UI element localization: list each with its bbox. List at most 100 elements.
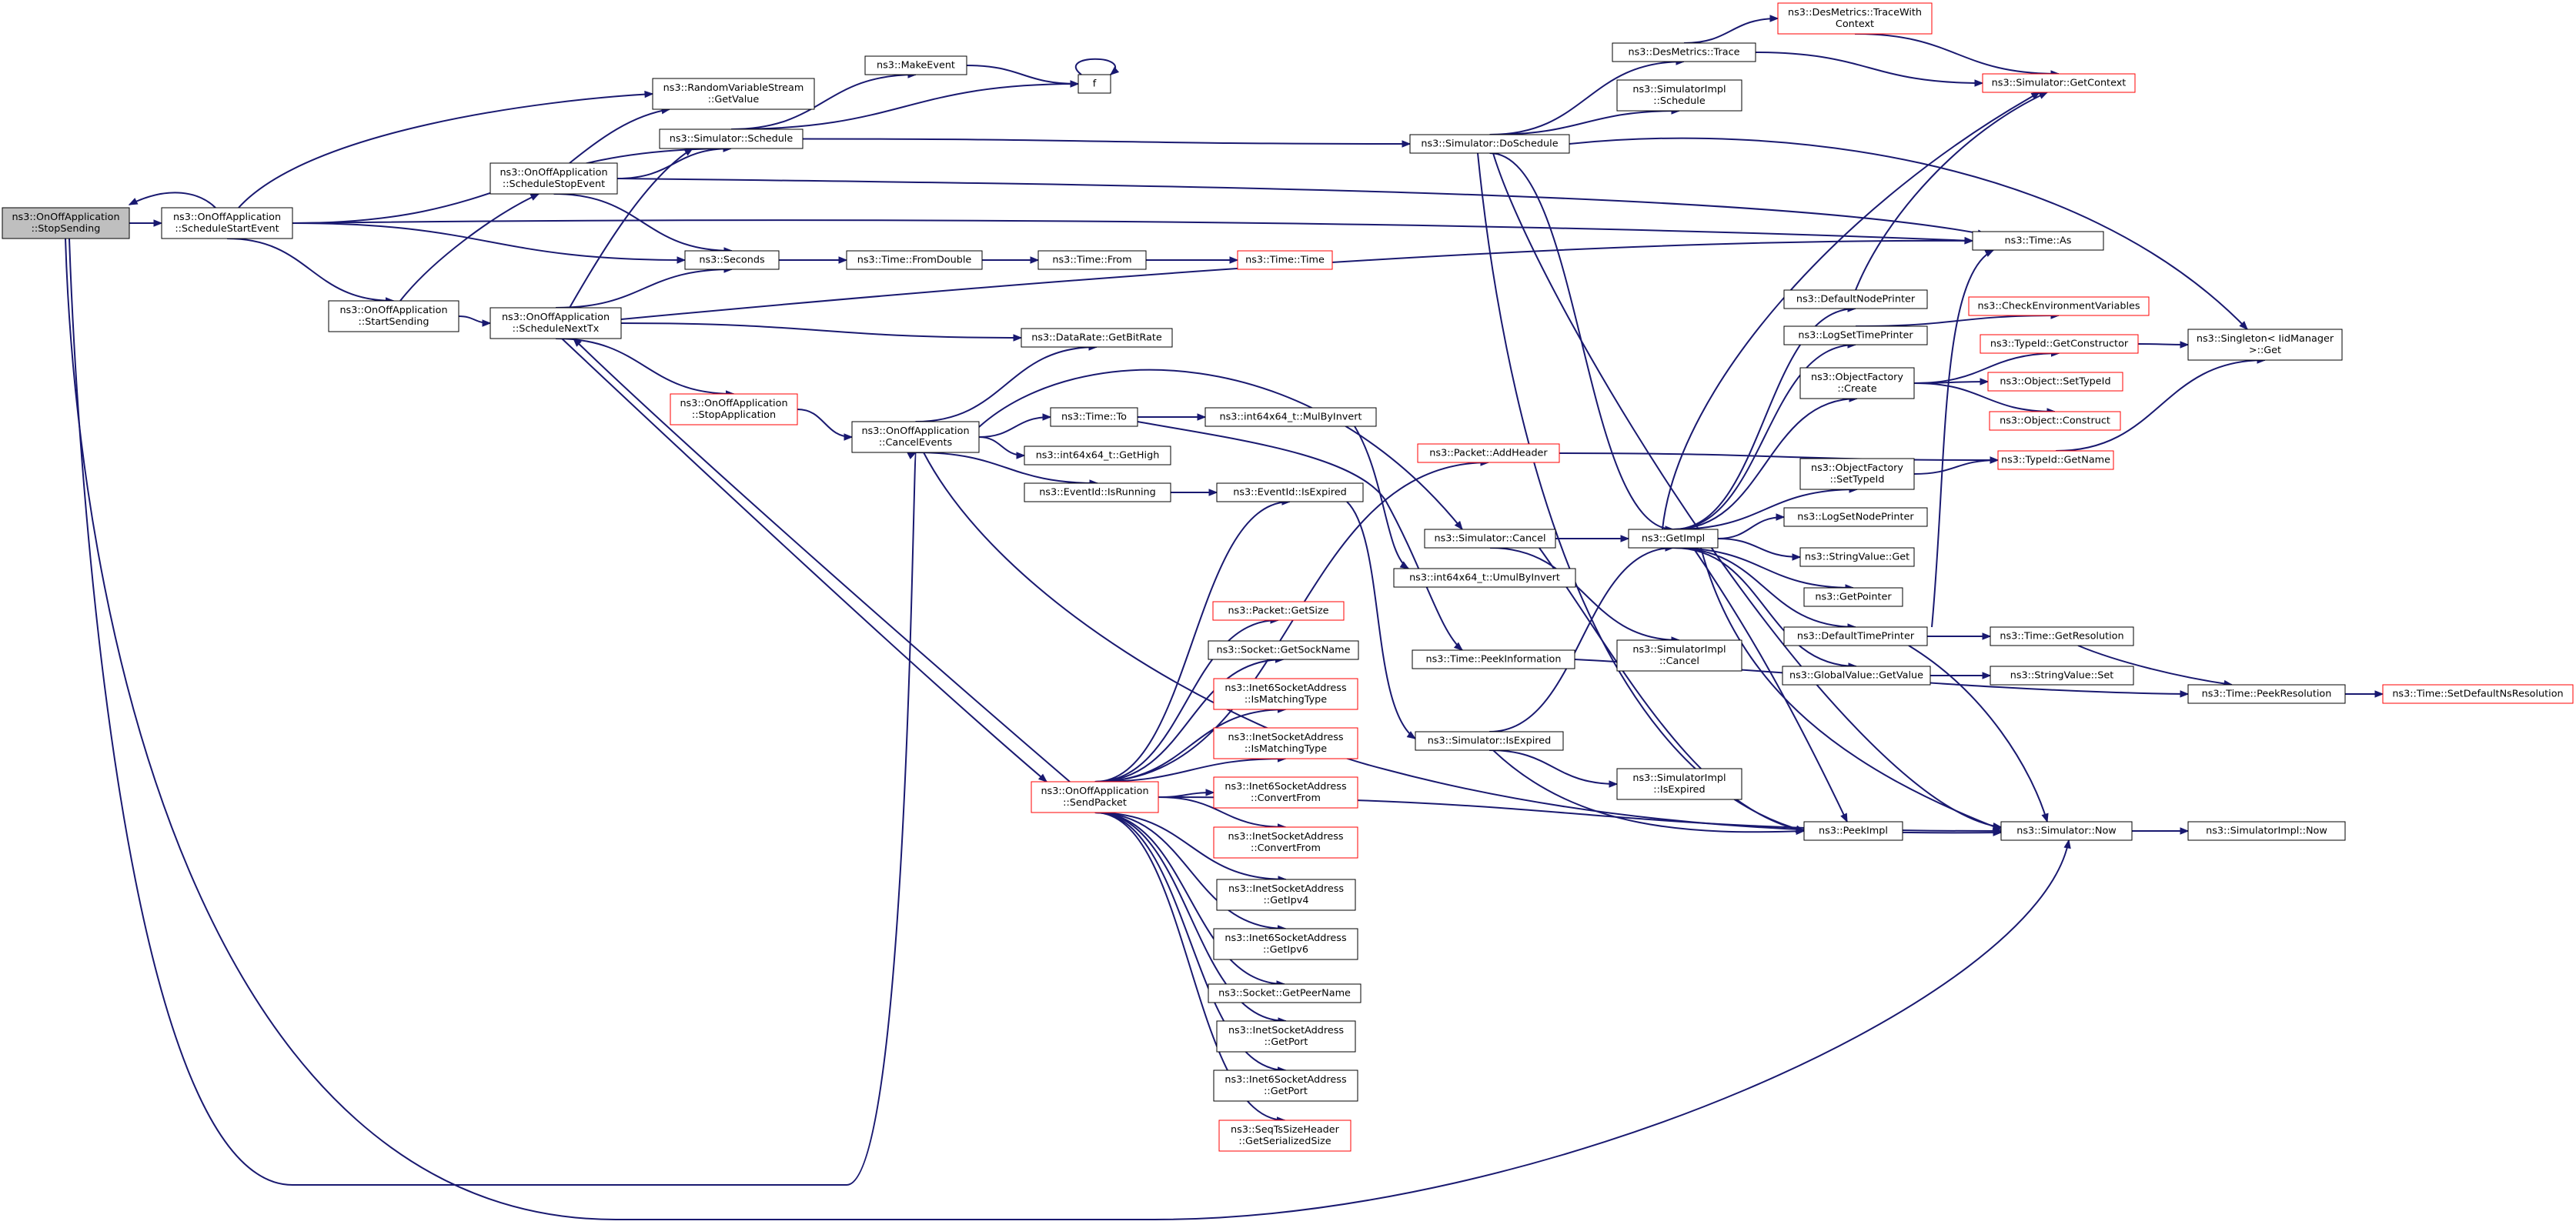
node-box: [1783, 626, 1928, 646]
node-umul-by-invert[interactable]: ns3::int64x64_t::UmulByInvert: [1393, 568, 1576, 588]
node-string-value-get[interactable]: ns3::StringValue::Get: [1799, 547, 1915, 567]
node-label-line: ns3::Inet6SocketAddress: [1225, 933, 1347, 944]
node-stop-application[interactable]: ns3::OnOffApplication::StopApplication: [670, 393, 798, 425]
node-get-bit-rate[interactable]: ns3::DataRate::GetBitRate: [1021, 328, 1173, 348]
node-des-trace[interactable]: ns3::DesMetrics::Trace: [1612, 42, 1756, 62]
node-impl-is-expired[interactable]: ns3::SimulatorImpl::IsExpired: [1616, 768, 1742, 800]
node-start-sending[interactable]: ns3::OnOffApplication::StartSending: [328, 300, 459, 332]
node-packet-get-size[interactable]: ns3::Packet::GetSize: [1212, 601, 1345, 621]
node-peek-impl[interactable]: ns3::PeekImpl: [1803, 821, 1903, 841]
node-get-impl[interactable]: ns3::GetImpl: [1628, 529, 1719, 549]
node-f[interactable]: f: [1078, 74, 1111, 94]
node-sim-cancel[interactable]: ns3::Simulator::Cancel: [1424, 529, 1556, 549]
node-get-resolution[interactable]: ns3::Time::GetResolution: [1990, 626, 2134, 646]
node-stop-sending[interactable]: ns3::OnOffApplication::StopSending: [2, 207, 130, 239]
node-time-time[interactable]: ns3::Time::Time: [1237, 250, 1333, 270]
node-impl-cancel[interactable]: ns3::SimulatorImpl::Cancel: [1616, 639, 1742, 672]
node-get-ipv4[interactable]: ns3::InetSocketAddress::GetIpv4: [1216, 879, 1356, 911]
node-label-line: ns3::SimulatorImpl::Now: [2206, 826, 2327, 837]
node-label-line: ::IsExpired: [1653, 784, 1705, 796]
edge-ScheduleNextTx-to-SimSchedule: [569, 148, 694, 309]
node-label-line: ns3::GlobalValue::GetValue: [1789, 670, 1923, 682]
node-get-ipv6[interactable]: ns3::Inet6SocketAddress::GetIpv6: [1213, 928, 1358, 960]
edge-SimCancel-to-GetImpl: [1555, 535, 1630, 542]
node-label-line: ns3::Inet6SocketAddress: [1225, 682, 1347, 694]
node-box: [1031, 781, 1159, 813]
node-default-node-printer[interactable]: ns3::DefaultNodePrinter: [1783, 289, 1928, 309]
node-log-set-node-printer[interactable]: ns3::LogSetNodePrinter: [1783, 507, 1928, 527]
node-i4-convert-from[interactable]: ns3::InetSocketAddress::ConvertFrom: [1213, 826, 1358, 859]
node-get-peer-name[interactable]: ns3::Socket::GetPeerName: [1208, 983, 1362, 1003]
node-seq-ts[interactable]: ns3::SeqTsSizeHeader::GetSerializedSize: [1218, 1120, 1351, 1152]
node-i6-convert-from[interactable]: ns3::Inet6SocketAddress::ConvertFrom: [1213, 776, 1358, 809]
node-impl-schedule[interactable]: ns3::SimulatorImpl::Schedule: [1616, 79, 1742, 112]
node-get-context[interactable]: ns3::Simulator::GetContext: [1982, 73, 2136, 93]
node-mul-by-invert[interactable]: ns3::int64x64_t::MulByInvert: [1204, 407, 1377, 427]
edge-GetName-to-SingletonGet: [2055, 356, 2267, 452]
node-sim-schedule[interactable]: ns3::Simulator::Schedule: [659, 128, 804, 149]
node-schedule-stop-event[interactable]: ns3::OnOffApplication::ScheduleStopEvent: [489, 162, 618, 195]
edge-GetConstructor-to-SingletonGet: [2137, 341, 2190, 349]
node-schedule-next-tx[interactable]: ns3::OnOffApplication::ScheduleNextTx: [489, 307, 622, 339]
node-cancel-events[interactable]: ns3::OnOffApplication::CancelEvents: [851, 421, 980, 453]
node-box: [1213, 678, 1358, 710]
node-label-line: ::IsMatchingType: [1245, 694, 1327, 706]
node-ofcreate[interactable]: ns3::ObjectFactory::Create: [1799, 367, 1915, 399]
node-get-constructor[interactable]: ns3::TypeId::GetConstructor: [1980, 334, 2139, 354]
node-peek-information[interactable]: ns3::Time::PeekInformation: [1412, 649, 1575, 669]
node-make-event[interactable]: ns3::MakeEvent: [864, 55, 967, 75]
node-get-name[interactable]: ns3::TypeId::GetName: [1997, 450, 2114, 470]
node-peek-resolution[interactable]: ns3::Time::PeekResolution: [2187, 684, 2346, 704]
node-check-env[interactable]: ns3::CheckEnvironmentVariables: [1968, 296, 2150, 316]
node-box: [1412, 649, 1575, 669]
node-global-get-value[interactable]: ns3::GlobalValue::GetValue: [1782, 666, 1931, 686]
node-box: [670, 393, 798, 425]
node-construct[interactable]: ns3::Object::Construct: [1989, 411, 2121, 431]
node-sim-now[interactable]: ns3::Simulator::Now: [2000, 821, 2133, 841]
arrowhead: [1982, 632, 1992, 640]
arrowhead: [1974, 79, 1984, 87]
node-time-from[interactable]: ns3::Time::From: [1037, 250, 1147, 270]
node-log-set-time-printer[interactable]: ns3::LogSetTimePrinter: [1783, 325, 1928, 345]
node-i6-get-port[interactable]: ns3::Inet6SocketAddress::GetPort: [1213, 1069, 1358, 1102]
node-time-as[interactable]: ns3::Time::As: [1972, 231, 2104, 251]
node-i6-is-matching[interactable]: ns3::Inet6SocketAddress::IsMatchingType: [1213, 678, 1358, 710]
node-set-type-id-obj[interactable]: ns3::Object::SetTypeId: [1987, 372, 2123, 392]
node-is-expired-e[interactable]: ns3::EventId::IsExpired: [1216, 482, 1364, 502]
node-send-packet[interactable]: ns3::OnOffApplication::SendPacket: [1031, 781, 1159, 813]
node-do-schedule[interactable]: ns3::Simulator::DoSchedule: [1409, 134, 1570, 154]
node-get-high[interactable]: ns3::int64x64_t::GetHigh: [1024, 445, 1171, 466]
node-label-line: ::GetSerializedSize: [1238, 1136, 1331, 1147]
node-string-value-set[interactable]: ns3::StringValue::Set: [1990, 666, 2134, 686]
node-box: [328, 300, 459, 332]
node-i4-is-matching[interactable]: ns3::InetSocketAddress::IsMatchingType: [1213, 727, 1358, 759]
node-i4-get-port[interactable]: ns3::InetSocketAddress::GetPort: [1216, 1020, 1356, 1053]
node-label-line: ns3::int64x64_t::UmulByInvert: [1409, 572, 1560, 584]
node-seconds[interactable]: ns3::Seconds: [684, 250, 780, 270]
arrowhead: [1990, 456, 2000, 464]
node-is-running[interactable]: ns3::EventId::IsRunning: [1024, 482, 1171, 502]
node-add-header[interactable]: ns3::Packet::AddHeader: [1417, 443, 1560, 463]
node-get-pointer[interactable]: ns3::GetPointer: [1803, 587, 1903, 607]
node-rvsget-value[interactable]: ns3::RandomVariableStream::GetValue: [652, 78, 815, 110]
edge-DefaultTimePrinter-to-GetResolution: [1927, 632, 1992, 640]
node-box: [1783, 289, 1928, 309]
node-label-line: ns3::Object::Construct: [2000, 415, 2110, 427]
node-from-double[interactable]: ns3::Time::FromDouble: [846, 250, 983, 270]
edge-IsRunning-to-IsExpiredE: [1170, 489, 1218, 496]
node-box: [1612, 42, 1756, 62]
node-singleton-get[interactable]: ns3::Singleton< IidManager>::Get: [2187, 329, 2343, 361]
node-box: [1980, 334, 2139, 354]
node-label-line: ::StopApplication: [692, 409, 776, 421]
node-time-to[interactable]: ns3::Time::To: [1050, 407, 1138, 427]
node-label-line: ns3::int64x64_t::MulByInvert: [1219, 412, 1362, 423]
arrowhead: [1229, 256, 1239, 264]
node-default-time-printer[interactable]: ns3::DefaultTimePrinter: [1783, 626, 1928, 646]
node-impl-now[interactable]: ns3::SimulatorImpl::Now: [2187, 821, 2346, 841]
node-sim-is-expired[interactable]: ns3::Simulator::IsExpired: [1415, 731, 1564, 751]
node-get-sock-name[interactable]: ns3::Socket::GetSockName: [1208, 640, 1359, 660]
node-schedule-start-event[interactable]: ns3::OnOffApplication::ScheduleStartEven…: [161, 207, 293, 239]
node-ofset-type-id[interactable]: ns3::ObjectFactory::SetTypeId: [1799, 458, 1915, 490]
node-set-default-ns-res[interactable]: ns3::Time::SetDefaultNsResolution: [2382, 684, 2574, 704]
